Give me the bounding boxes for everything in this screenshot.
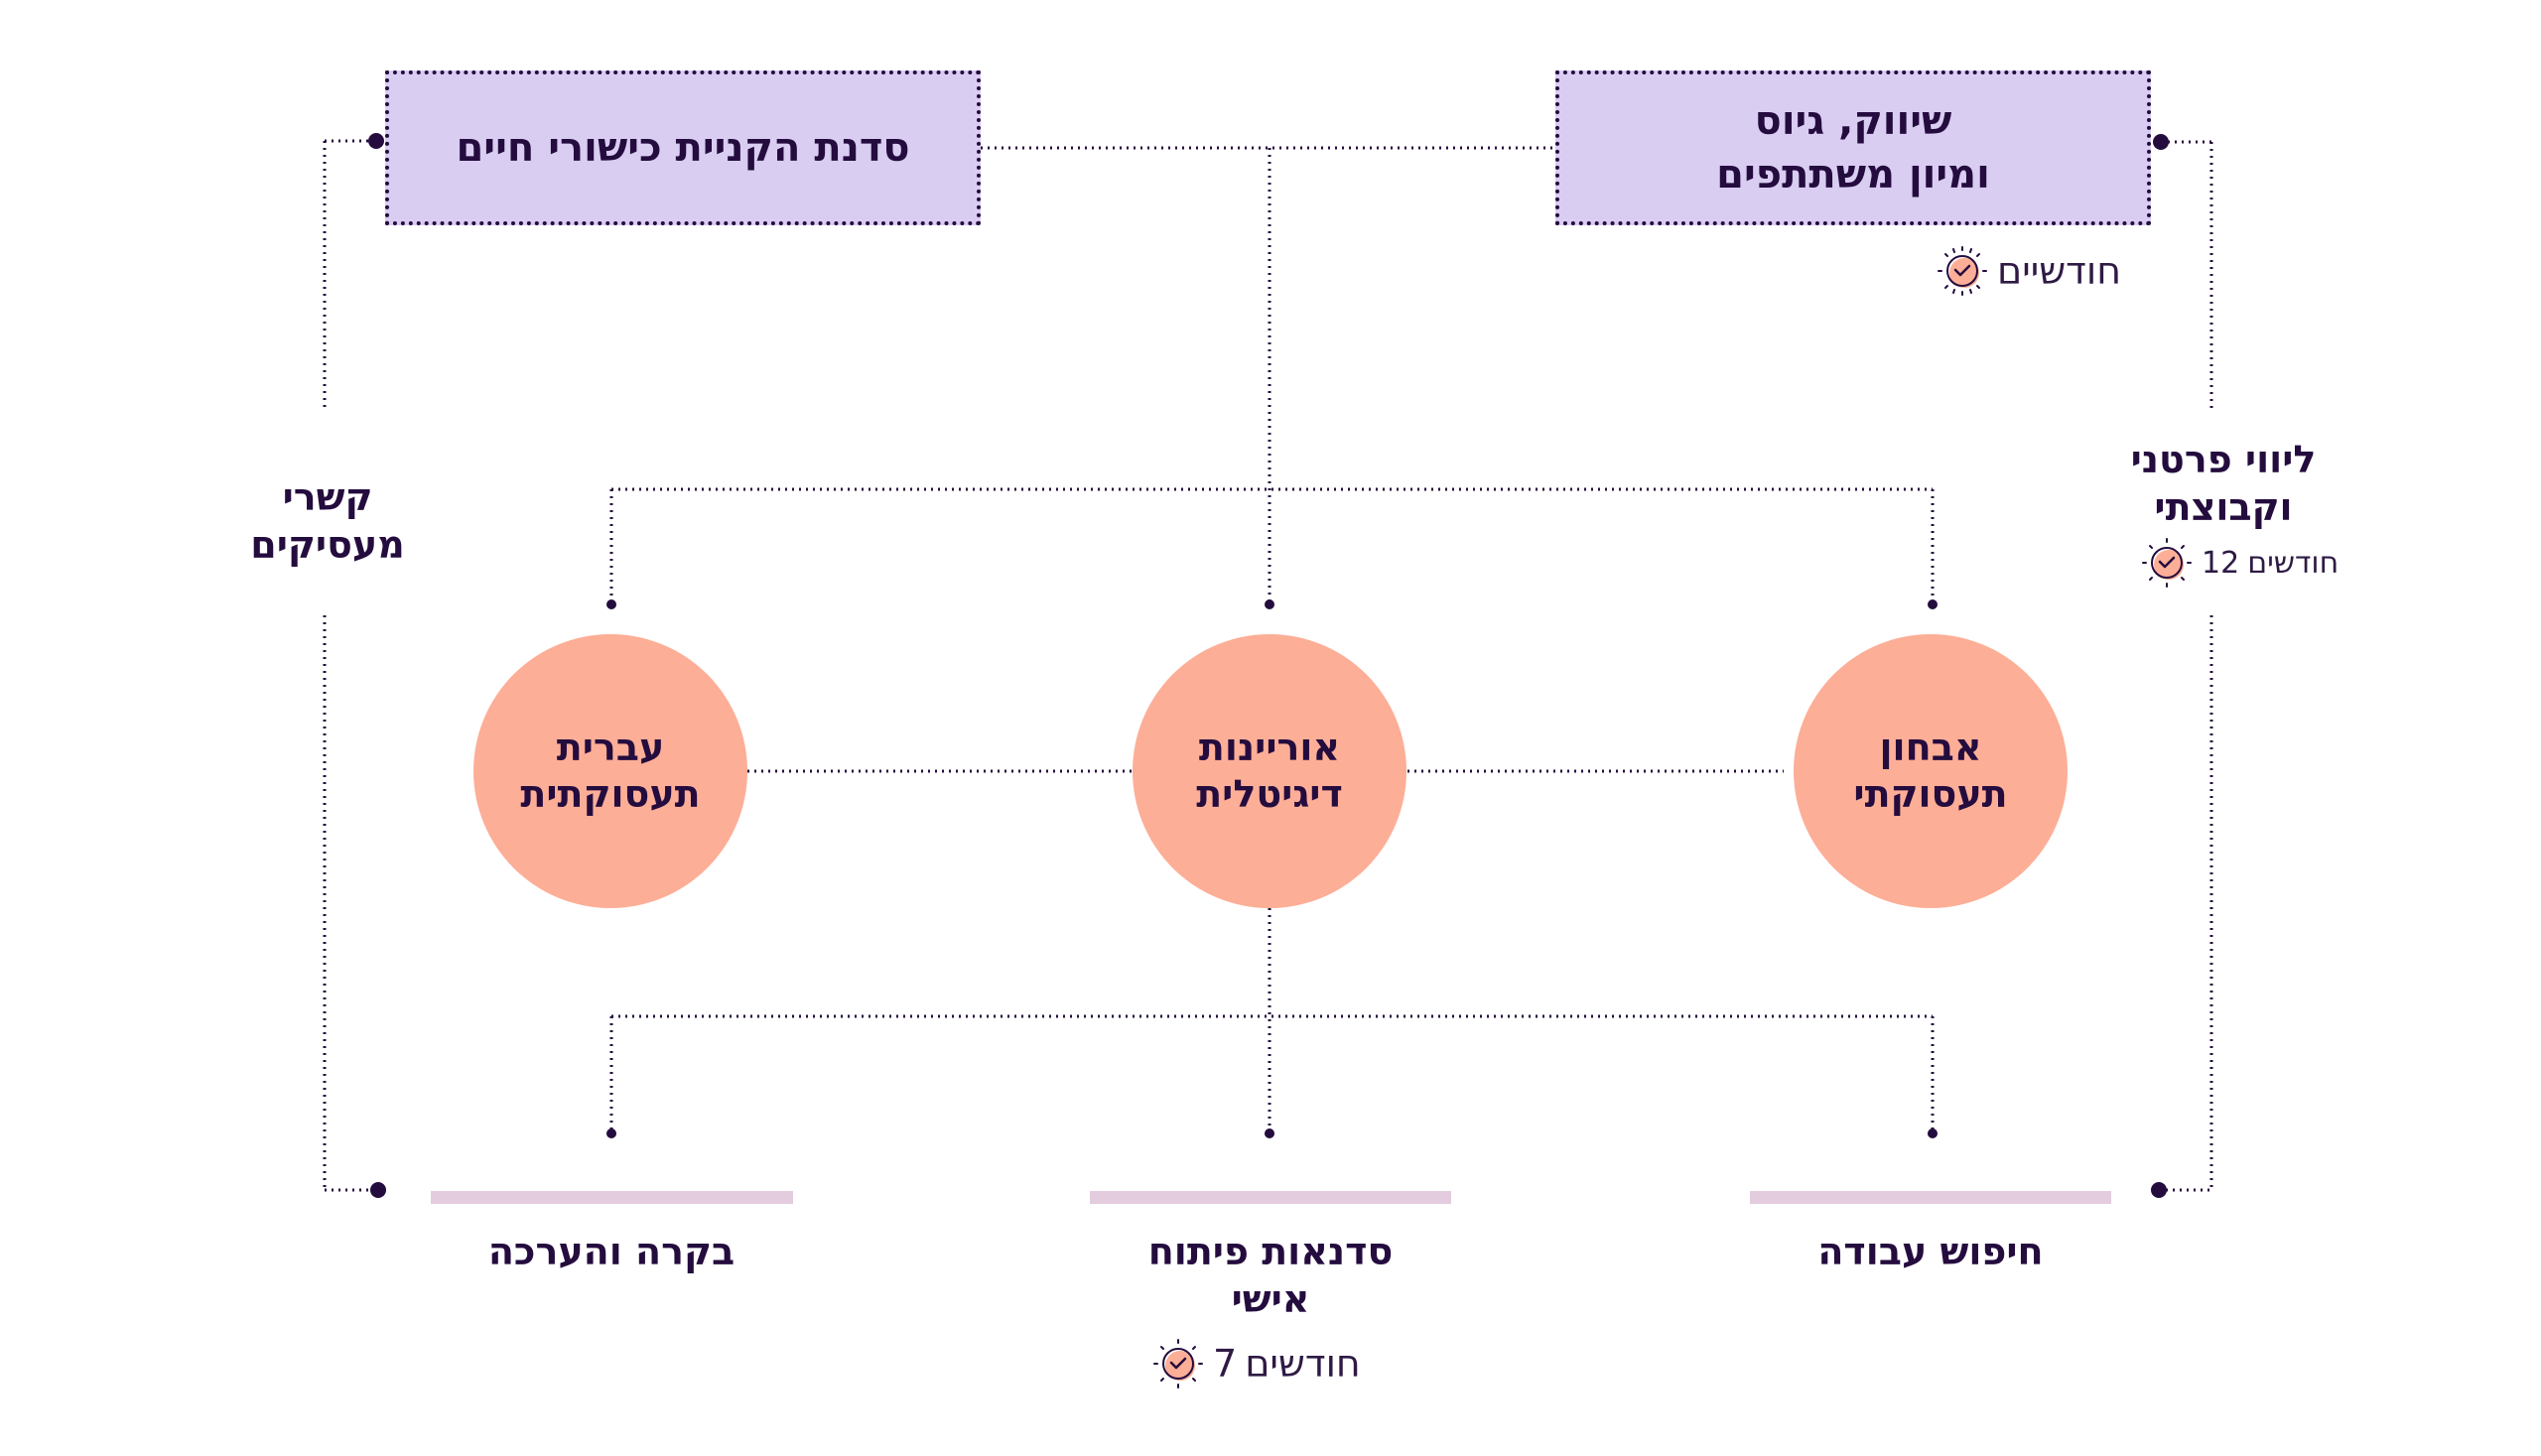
duration-marketing: חודשיים bbox=[1936, 244, 2121, 298]
box-line: ומיון משתתפים bbox=[1716, 152, 1990, 198]
endpoint-dot bbox=[606, 1128, 616, 1138]
duration-support: חודשים 12 bbox=[2140, 536, 2339, 590]
label-monitoring-evaluation: בקרה והערכה bbox=[413, 1229, 810, 1276]
label-line: מעסיקים bbox=[250, 522, 405, 567]
duration-number: 12 bbox=[2202, 545, 2240, 581]
box-life-skills-workshop: סדנת הקניית כישורי חיים bbox=[385, 70, 981, 225]
circle-line: אבחון bbox=[1879, 725, 1982, 769]
bar-job-search bbox=[1750, 1191, 2111, 1204]
duration-number: 7 bbox=[1213, 1342, 1238, 1386]
endpoint-dot bbox=[370, 1182, 386, 1198]
circle-line: תעסוקתי bbox=[1853, 772, 2008, 816]
endpoint-dot bbox=[1265, 1128, 1274, 1138]
check-badge-icon bbox=[1153, 1339, 1203, 1389]
duration-unit: חודשים bbox=[2247, 545, 2340, 581]
label-line: בקרה והערכה bbox=[487, 1230, 736, 1273]
circle-line: עברית bbox=[556, 725, 665, 769]
endpoint-dot bbox=[1928, 1128, 1938, 1138]
circle-line: תעסוקתית bbox=[520, 772, 701, 816]
duration-personal-development: חודשים 7 bbox=[1151, 1337, 1361, 1390]
label-line: קשרי bbox=[282, 475, 373, 519]
label-line: ליווי פרטני bbox=[2130, 438, 2317, 481]
endpoint-dot bbox=[2151, 1182, 2167, 1198]
label-line: וקבוצתי bbox=[2154, 484, 2293, 529]
label-personal-development: סדנאות פיתוח אישי bbox=[1072, 1229, 1469, 1323]
circle-line: אוריינות bbox=[1198, 725, 1341, 769]
circle-occupational-assessment: אבחון תעסוקתי bbox=[1794, 634, 2068, 908]
label-individual-group-support: ליווי פרטני וקבוצתי bbox=[2104, 437, 2342, 531]
bar-personal-development bbox=[1090, 1191, 1451, 1204]
check-badge-icon bbox=[1938, 246, 1987, 296]
circle-line: דיגיטלית bbox=[1196, 772, 1343, 816]
duration-unit: חודשים bbox=[1245, 1342, 1361, 1386]
endpoint-dot bbox=[1928, 599, 1938, 609]
endpoint-dot bbox=[606, 599, 616, 609]
circle-digital-literacy: אוריינות דיגיטלית bbox=[1133, 634, 1406, 908]
label-job-search: חיפוש עבודה bbox=[1732, 1229, 2129, 1276]
label-line: אישי bbox=[1231, 1276, 1310, 1321]
bar-monitoring bbox=[431, 1191, 793, 1204]
box-line: סדנת הקניית כישורי חיים bbox=[456, 125, 910, 171]
label-line: חיפוש עבודה bbox=[1817, 1230, 2044, 1273]
label-line: סדנאות פיתוח bbox=[1147, 1230, 1394, 1273]
circle-occupational-hebrew: עברית תעסוקתית bbox=[473, 634, 747, 908]
duration-text: חודשיים bbox=[1997, 249, 2122, 293]
check-badge-icon bbox=[2142, 538, 2192, 588]
label-employer-relations: קשרי מעסיקים bbox=[218, 474, 437, 569]
box-line: שיווק, גיוס bbox=[1754, 98, 1952, 144]
endpoint-dot bbox=[2153, 134, 2169, 150]
box-marketing-recruitment: שיווק, גיוס ומיון משתתפים bbox=[1555, 70, 2151, 225]
endpoint-dot bbox=[368, 133, 384, 149]
endpoint-dot bbox=[1265, 599, 1274, 609]
